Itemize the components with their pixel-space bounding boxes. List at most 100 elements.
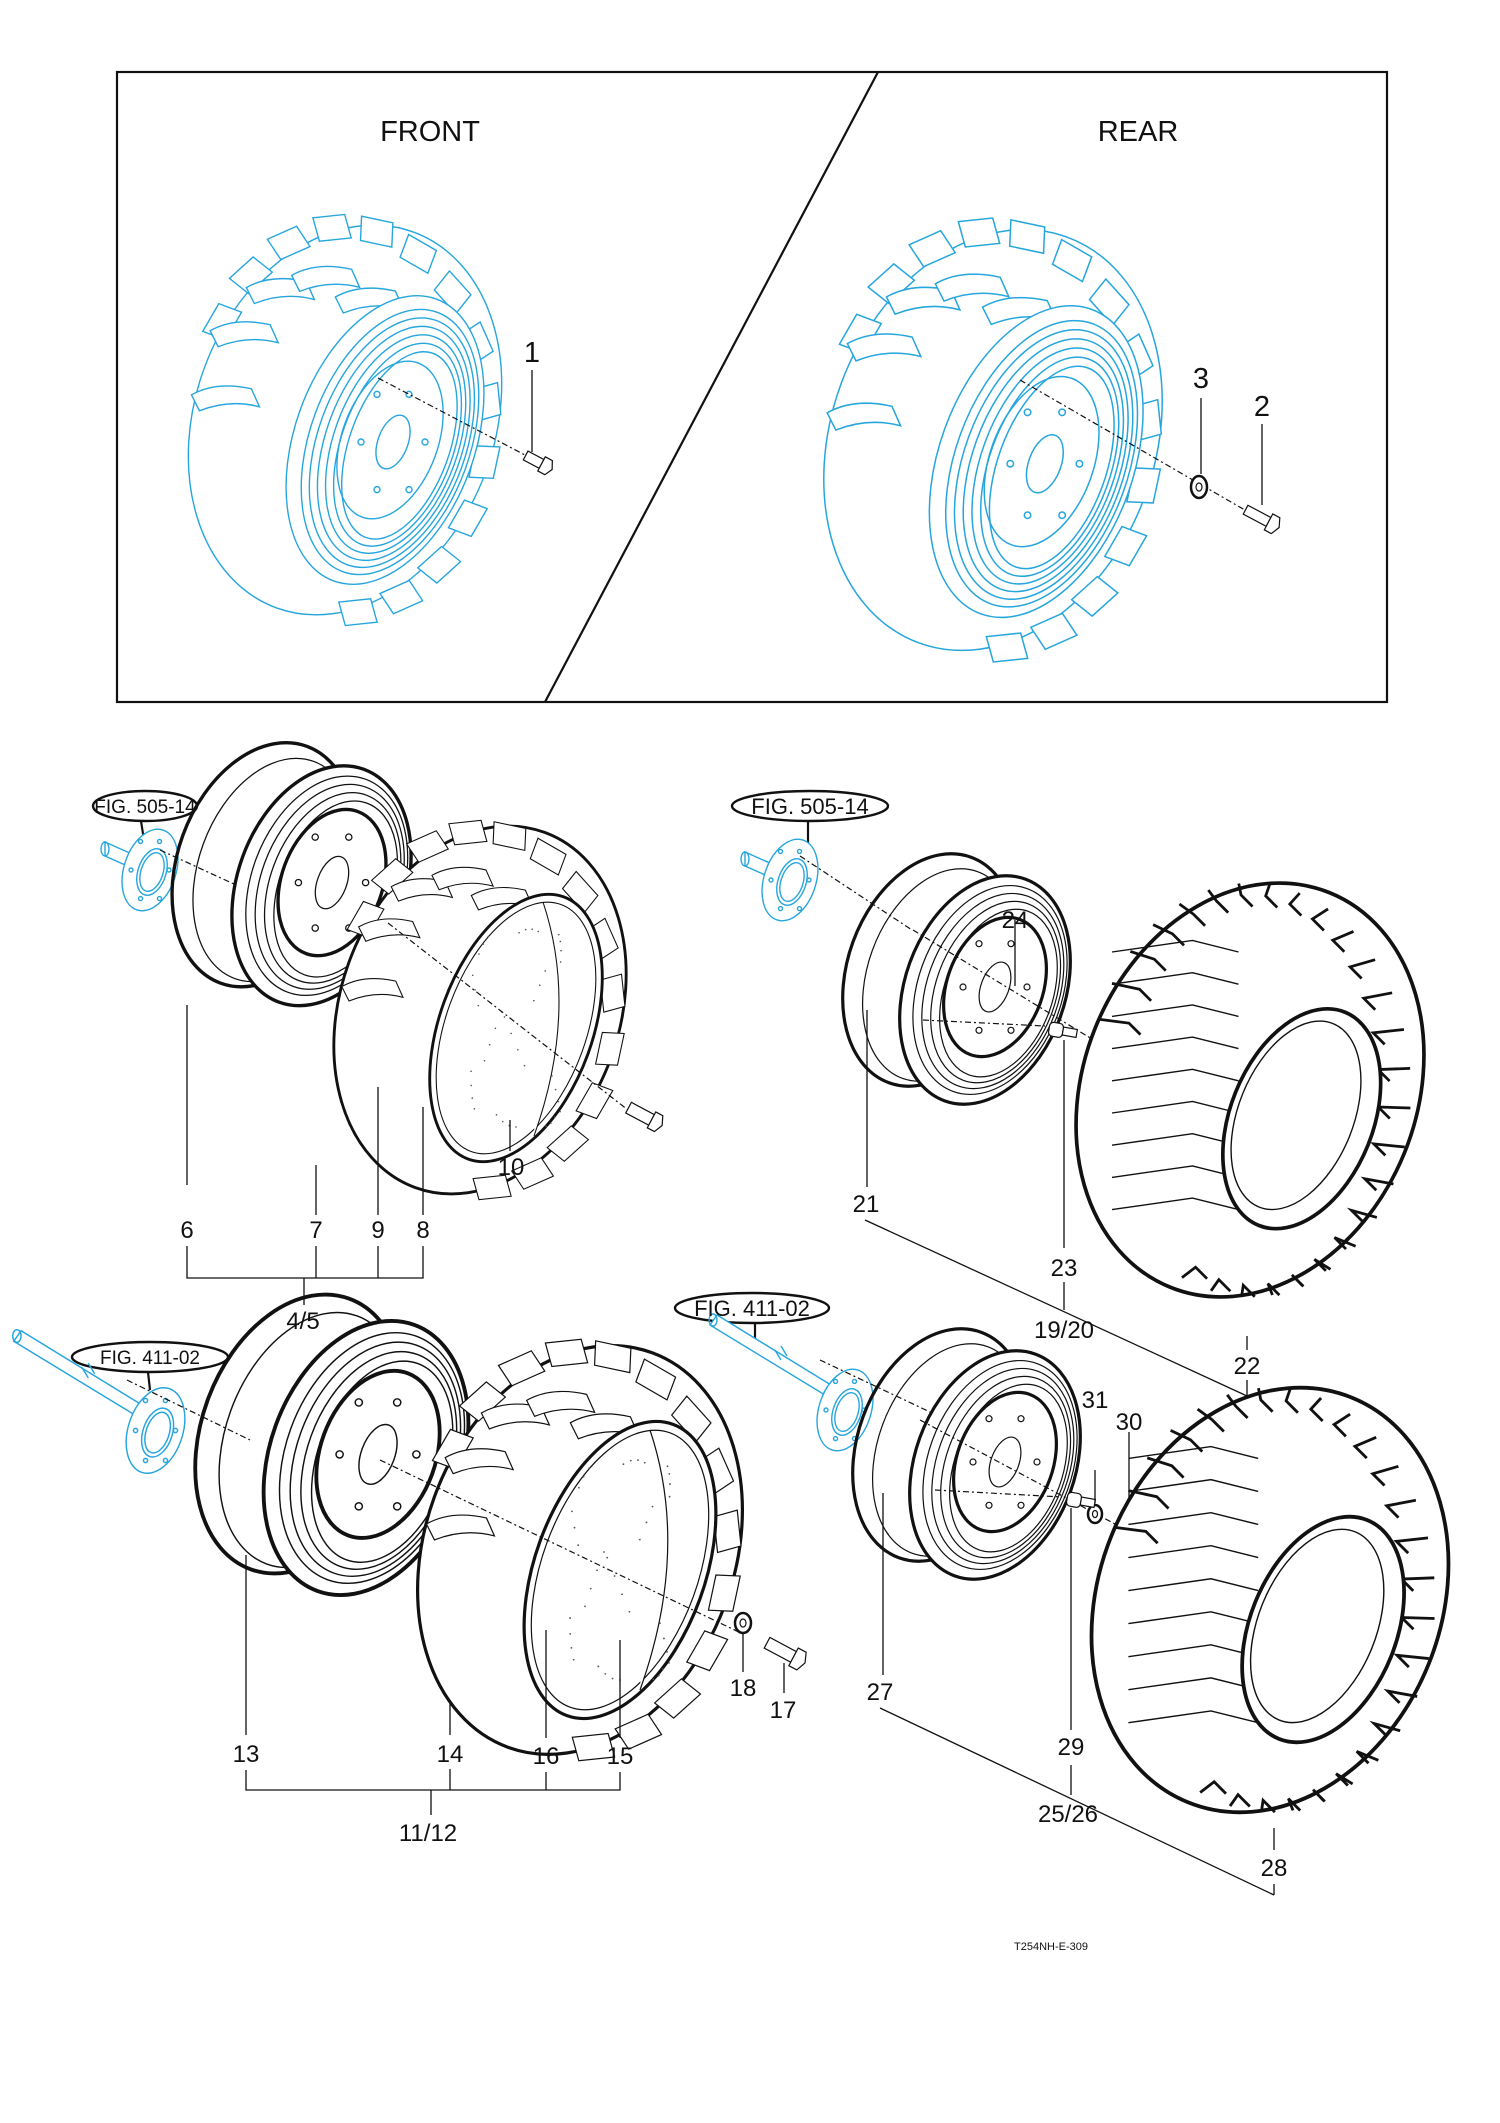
rim-disc (276, 807, 388, 958)
tread-block (1369, 1720, 1401, 1737)
flange-body (100, 828, 179, 912)
rim-ridge (988, 365, 1115, 570)
flange-hole (137, 838, 144, 845)
tube-dot (577, 1486, 580, 1489)
tread-block (1352, 1435, 1377, 1460)
tube-dot (557, 1100, 560, 1103)
flange-hole (132, 1427, 139, 1434)
bolt-hole (985, 1415, 993, 1423)
tread-block (1308, 1397, 1324, 1423)
tube-dot (659, 1622, 661, 1625)
tread-block (1240, 1282, 1256, 1298)
tube-dot (510, 1032, 512, 1035)
tube-dot (668, 1472, 671, 1475)
tube-dot (572, 1658, 575, 1661)
tube-dot (557, 933, 560, 936)
callout-18: 18 (730, 1675, 757, 1702)
tube-dot (629, 1459, 632, 1462)
tire-lug (359, 215, 394, 248)
axis-line (379, 1459, 746, 1636)
tube-dot (559, 961, 562, 963)
tread-chevron (1111, 1036, 1239, 1050)
flange-hole (777, 848, 784, 855)
axis-line (819, 1359, 931, 1413)
tire-lug (1125, 467, 1162, 504)
tube-dot (554, 1088, 557, 1091)
tire-lug (416, 545, 462, 584)
tread-block (1199, 1779, 1227, 1795)
rim-ridge (324, 334, 467, 554)
tread-block (1333, 1236, 1357, 1251)
flange-hole (142, 1397, 149, 1404)
tread-block (1330, 930, 1355, 953)
flange-hole (128, 867, 134, 873)
wheel-outline (187, 213, 503, 627)
flange-hole (851, 1378, 858, 1385)
industrial-tire (1089, 1385, 1451, 1815)
rim (851, 1327, 1082, 1581)
callout-17: 17 (770, 1697, 797, 1724)
rim-ridge (944, 319, 1139, 608)
tube-dot (663, 1637, 665, 1640)
tube-dot (471, 974, 474, 977)
tread-block (1313, 1258, 1332, 1272)
bolt-hole (1007, 940, 1015, 948)
assembly-number: 25/26 (1038, 1801, 1098, 1828)
tube-dot (471, 1097, 474, 1099)
tread-chevron (1111, 939, 1239, 953)
tube-dot (596, 1569, 598, 1572)
tube-dot (473, 1107, 476, 1110)
flange-hole (832, 1378, 839, 1385)
bolt-hole (354, 1398, 364, 1407)
figure-reference (730, 789, 890, 844)
tread-chevron (1111, 1004, 1239, 1018)
flange-hole (823, 1407, 829, 1413)
assembly-front-agricultural (91, 741, 664, 1305)
bolt-hole (1058, 408, 1067, 417)
bolt-hole (421, 438, 429, 446)
tube-dot (544, 970, 547, 972)
bolt-hole (975, 940, 983, 948)
overview-divider (544, 71, 879, 703)
tire-lug (707, 1574, 741, 1612)
callout-29: 29 (1058, 1734, 1085, 1761)
tube-dot (588, 1467, 590, 1470)
hub-flange-reference (100, 828, 179, 912)
callout-9: 9 (371, 1217, 384, 1244)
rim-ridge (971, 347, 1125, 585)
tube-dot (621, 1593, 623, 1596)
washer-icon (1189, 474, 1209, 500)
tread-chevron (1111, 1068, 1239, 1082)
flange-body (740, 838, 819, 922)
tube-dot (666, 1465, 669, 1468)
valve-stem-icon (1065, 1491, 1097, 1509)
tube-dot (622, 1463, 625, 1466)
tube-dot (478, 953, 480, 955)
flange-hole (137, 895, 144, 902)
assembly-number: 4/5 (286, 1308, 319, 1335)
bolt-hole (959, 983, 967, 991)
center-bore (978, 961, 1012, 1013)
flange-plate (761, 838, 819, 922)
tube-dot (560, 949, 562, 952)
flange-bore (776, 858, 808, 906)
tube-dot (488, 1043, 491, 1046)
bolt-hole (311, 924, 319, 932)
tube-dot (643, 1461, 646, 1464)
tread-bar (934, 273, 1011, 303)
valve-stem-icon (1047, 1021, 1079, 1039)
tube-dot (545, 1125, 547, 1128)
flange-hole (796, 905, 803, 912)
tread-chevron (1111, 1100, 1239, 1114)
tread-block (1178, 902, 1207, 927)
tire-lug (1051, 238, 1093, 283)
tube-dot (559, 1110, 561, 1113)
callout-27: 27 (867, 1679, 894, 1706)
tread-block (1347, 958, 1376, 980)
tread-chevron (1128, 1511, 1259, 1526)
tire-lug (311, 213, 353, 243)
tube-dot (652, 1678, 655, 1681)
callout-15: 15 (607, 1743, 634, 1770)
bolt-hole (1023, 511, 1032, 520)
callout-14: 14 (437, 1741, 464, 1768)
